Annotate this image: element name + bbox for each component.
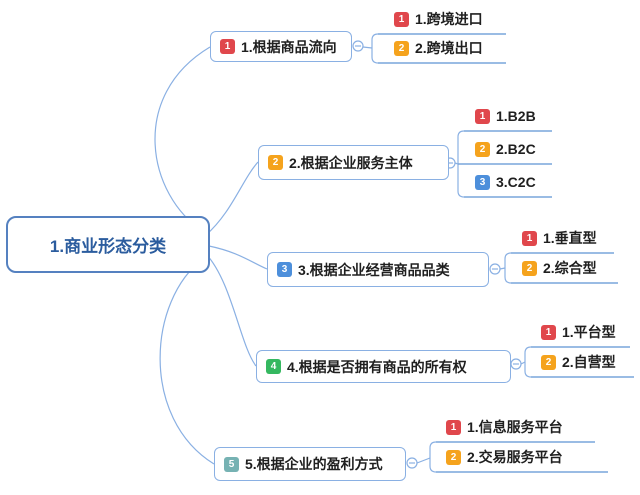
- branch-3-label: 3.根据企业经营商品品类: [298, 261, 450, 278]
- branch-5-label: 5.根据企业的盈利方式: [245, 456, 383, 472]
- branch-node-5[interactable]: 5 5.根据企业的盈利方式: [214, 447, 406, 481]
- branch-3-badge: 3: [277, 262, 292, 277]
- child-3-1-label: 1.垂直型: [543, 230, 597, 246]
- child-2-2-badge: 2: [475, 141, 490, 157]
- child-node-1-2[interactable]: 2 2.跨境出口: [372, 33, 506, 63]
- child-node-2-3[interactable]: 3 3.C2C: [458, 167, 552, 197]
- child-5-1-label: 1.信息服务平台: [467, 419, 563, 435]
- bracket-group-1: [371, 33, 379, 64]
- child-4-1-badge: 1: [541, 324, 556, 340]
- connector-branch-5: [159, 258, 215, 465]
- collapse-toggle-4[interactable]: [510, 358, 522, 370]
- bracket-group-5: [429, 441, 437, 473]
- connector-branch-3: [208, 245, 268, 270]
- child-node-4-1[interactable]: 1 1.平台型: [525, 317, 630, 347]
- branch-2-label: 2.根据企业服务主体: [289, 154, 413, 171]
- child-2-3-label: 3.C2C: [496, 174, 536, 190]
- root-branch-connectors: [154, 46, 268, 465]
- stub-1: [362, 46, 373, 49]
- child-1-1-label: 1.跨境进口: [415, 11, 483, 27]
- stub-4: [520, 361, 526, 365]
- root-node[interactable]: 1.商业形态分类: [6, 216, 210, 273]
- child-2-2-label: 2.B2C: [496, 141, 536, 157]
- child-1-1-badge: 1: [394, 11, 409, 27]
- branch-2-badge: 2: [268, 155, 283, 170]
- child-node-2-1[interactable]: 1 1.B2B: [458, 101, 552, 131]
- child-4-1-label: 1.平台型: [562, 324, 616, 340]
- connector-branch-2: [205, 161, 259, 236]
- child-5-2-badge: 2: [446, 449, 461, 465]
- branch-node-3[interactable]: 3 3.根据企业经营商品品类: [267, 252, 489, 287]
- branch-4-label: 4.根据是否拥有商品的所有权: [287, 358, 467, 375]
- branch-node-4[interactable]: 4 4.根据是否拥有商品的所有权: [256, 350, 511, 383]
- child-2-1-label: 1.B2B: [496, 108, 536, 124]
- child-1-2-badge: 2: [394, 40, 409, 56]
- child-2-1-badge: 1: [475, 108, 490, 124]
- stub-3: [499, 267, 506, 270]
- connector-branch-1: [154, 46, 211, 232]
- child-2-3-badge: 3: [475, 174, 490, 190]
- child-4-2-badge: 2: [541, 354, 556, 370]
- child-node-3-1[interactable]: 1 1.垂直型: [505, 223, 614, 253]
- child-node-3-2[interactable]: 2 2.综合型: [505, 253, 618, 283]
- branch-node-1[interactable]: 1 1.根据商品流向: [210, 31, 352, 62]
- child-node-1-1[interactable]: 1 1.跨境进口: [372, 4, 506, 34]
- child-node-2-2[interactable]: 2 2.B2C: [458, 134, 552, 164]
- collapse-toggle-1[interactable]: [352, 40, 364, 52]
- branch-5-badge: 5: [224, 456, 239, 472]
- connector-branch-4: [205, 253, 257, 367]
- branch-1-label: 1.根据商品流向: [241, 38, 337, 55]
- child-3-2-badge: 2: [522, 260, 537, 276]
- child-underlines: [378, 33, 634, 473]
- branch-1-badge: 1: [220, 39, 235, 54]
- child-3-2-label: 2.综合型: [543, 260, 597, 276]
- child-4-2-label: 2.自营型: [562, 354, 616, 370]
- toggle-stubs: [362, 46, 526, 464]
- stub-5: [416, 457, 431, 464]
- child-node-4-2[interactable]: 2 2.自营型: [525, 347, 634, 377]
- child-3-1-badge: 1: [522, 230, 537, 246]
- root-node-label: 1.商业形态分类: [49, 237, 167, 256]
- branch-4-badge: 4: [266, 359, 281, 374]
- child-5-1-badge: 1: [446, 419, 461, 435]
- collapse-toggle-5[interactable]: [406, 457, 418, 469]
- child-1-2-label: 2.跨境出口: [415, 40, 483, 56]
- child-5-2-label: 2.交易服务平台: [467, 449, 563, 465]
- child-node-5-1[interactable]: 1 1.信息服务平台: [430, 412, 595, 442]
- child-node-5-2[interactable]: 2 2.交易服务平台: [430, 442, 608, 472]
- collapse-toggle-3[interactable]: [489, 263, 501, 275]
- branch-node-2[interactable]: 2 2.根据企业服务主体: [258, 145, 449, 180]
